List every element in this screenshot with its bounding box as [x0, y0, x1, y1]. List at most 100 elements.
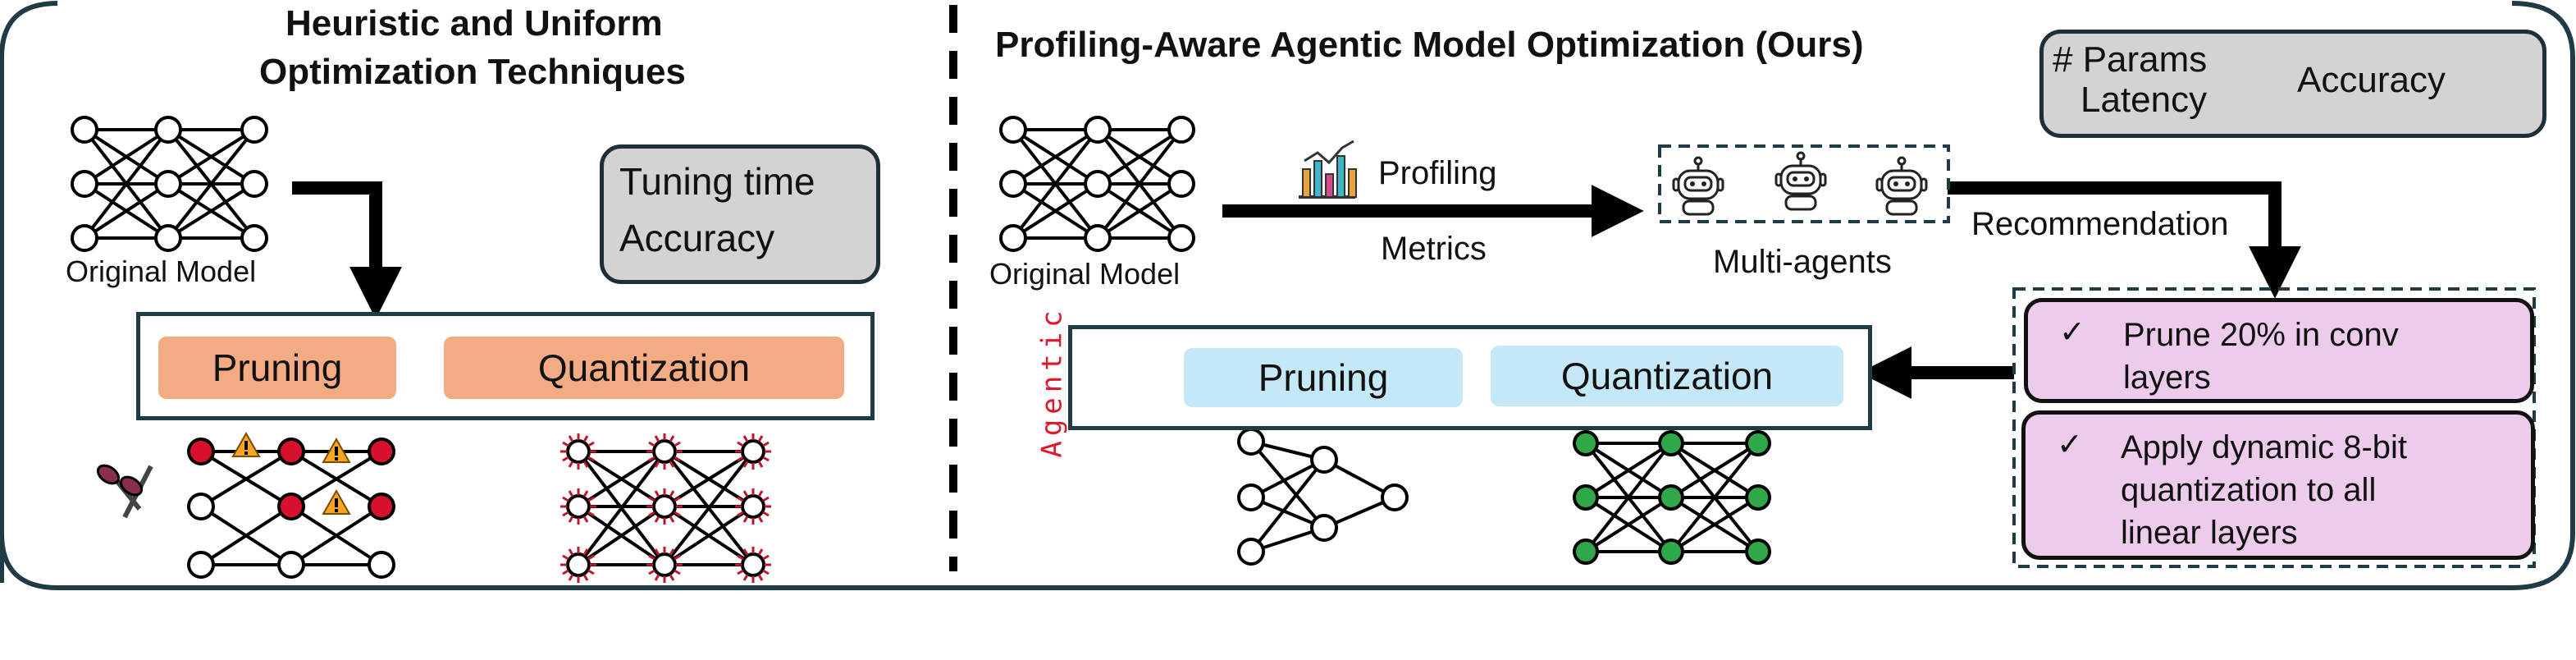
network-node	[652, 552, 677, 577]
recommendation-card-2: ✓ Apply dynamic 8-bit quantization to al…	[2021, 410, 2535, 560]
network-node	[71, 170, 98, 198]
robot-icon	[1875, 156, 1928, 216]
right-legend-accuracy: Accuracy	[2297, 60, 2446, 100]
network-node	[1573, 430, 1599, 456]
network-edge	[1669, 496, 1760, 553]
network-edge	[167, 128, 256, 186]
network-edge	[1249, 440, 1326, 529]
right-legend-latency: Latency	[2080, 80, 2208, 120]
network-node	[1310, 446, 1338, 474]
profiling-label: Profiling	[1378, 155, 1497, 191]
network-node	[1310, 514, 1338, 542]
network-edge	[199, 505, 293, 566]
robot-icon	[1672, 156, 1724, 216]
left-quantized-network	[560, 433, 771, 583]
right-quantized-network	[1573, 430, 1771, 565]
left-arrow-connector	[292, 181, 402, 319]
network-node	[1745, 484, 1771, 511]
network-node	[1573, 484, 1599, 511]
multi-agents-label: Multi-agents	[1713, 244, 1892, 280]
network-node	[999, 224, 1027, 252]
left-title-line1: Heuristic and Uniform	[285, 3, 663, 44]
network-node	[566, 552, 591, 577]
left-legend-tuning-time: Tuning time	[619, 160, 815, 203]
network-node	[368, 493, 395, 520]
network-edge	[199, 450, 293, 508]
network-node	[240, 224, 268, 252]
agentic-label: Agentic	[1035, 305, 1069, 458]
right-quantization-pill: Quantization	[1491, 346, 1843, 406]
network-node	[277, 438, 305, 465]
network-node	[1381, 484, 1409, 511]
network-edge	[1584, 496, 1673, 553]
network-node	[1167, 116, 1195, 144]
network-node	[566, 494, 591, 519]
right-legend-box	[2039, 30, 2546, 138]
recommendation-arrow	[1948, 181, 2301, 299]
right-original-model-network	[999, 116, 1195, 252]
network-node	[566, 439, 591, 464]
network-node	[368, 438, 395, 465]
recommendations-box	[2012, 287, 2536, 568]
network-edge	[577, 450, 666, 566]
network-node	[652, 439, 677, 464]
network-edge	[290, 505, 383, 566]
network-node	[1573, 539, 1599, 565]
network-edge	[663, 450, 755, 566]
right-pruned-network	[1237, 428, 1409, 566]
network-node	[154, 116, 182, 144]
left-pruned-network	[187, 431, 395, 579]
check-icon: ✓	[2057, 428, 2083, 462]
network-edge	[83, 128, 170, 186]
metrics-label: Metrics	[1381, 231, 1487, 267]
network-node	[1658, 539, 1684, 565]
network-edge	[290, 450, 383, 508]
network-node	[1658, 430, 1684, 456]
warning-icon	[322, 437, 351, 463]
network-node	[1237, 538, 1265, 566]
network-node	[277, 551, 305, 579]
profiling-chart-icon	[1299, 140, 1357, 199]
network-edge	[1012, 182, 1099, 240]
left-title-line2: Optimization Techniques	[259, 52, 686, 92]
network-edge	[167, 128, 256, 240]
left-original-model-network	[71, 116, 268, 252]
network-node	[1237, 484, 1265, 511]
left-quantization-pill: Quantization	[444, 337, 844, 399]
multi-agents-box	[1658, 144, 1950, 223]
robot-icon	[1774, 151, 1827, 211]
scissors-icon	[96, 464, 153, 519]
network-node	[999, 170, 1027, 198]
network-node	[1167, 224, 1195, 252]
recommendation-card-1: ✓ Prune 20% in conv layers	[2024, 298, 2534, 403]
network-node	[240, 170, 268, 198]
left-legend-box	[600, 144, 880, 284]
network-node	[1237, 428, 1265, 456]
network-node	[1084, 170, 1112, 198]
network-node	[741, 439, 765, 464]
network-node	[154, 224, 182, 252]
check-icon: ✓	[2059, 315, 2085, 350]
left-legend-accuracy: Accuracy	[619, 217, 775, 259]
network-node	[187, 493, 215, 520]
network-edge	[1096, 128, 1183, 240]
network-edge	[1012, 128, 1099, 186]
network-edge	[1249, 458, 1326, 553]
network-node	[187, 551, 215, 579]
network-node	[187, 438, 215, 465]
network-node	[999, 116, 1027, 144]
network-node	[1745, 539, 1771, 565]
network-node	[741, 552, 765, 577]
left-pruning-pill: Pruning	[158, 337, 396, 399]
network-edge	[1096, 128, 1183, 186]
network-edge	[83, 128, 170, 240]
network-edge	[167, 182, 256, 240]
left-original-model-label: Original Model	[66, 254, 257, 288]
warning-icon	[322, 488, 351, 515]
right-pruning-pill: Pruning	[1184, 348, 1463, 407]
recommendation-label: Recommendation	[1971, 206, 2229, 242]
network-node	[1084, 116, 1112, 144]
network-node	[277, 493, 305, 520]
network-edge	[1584, 442, 1673, 553]
network-node	[154, 170, 182, 198]
